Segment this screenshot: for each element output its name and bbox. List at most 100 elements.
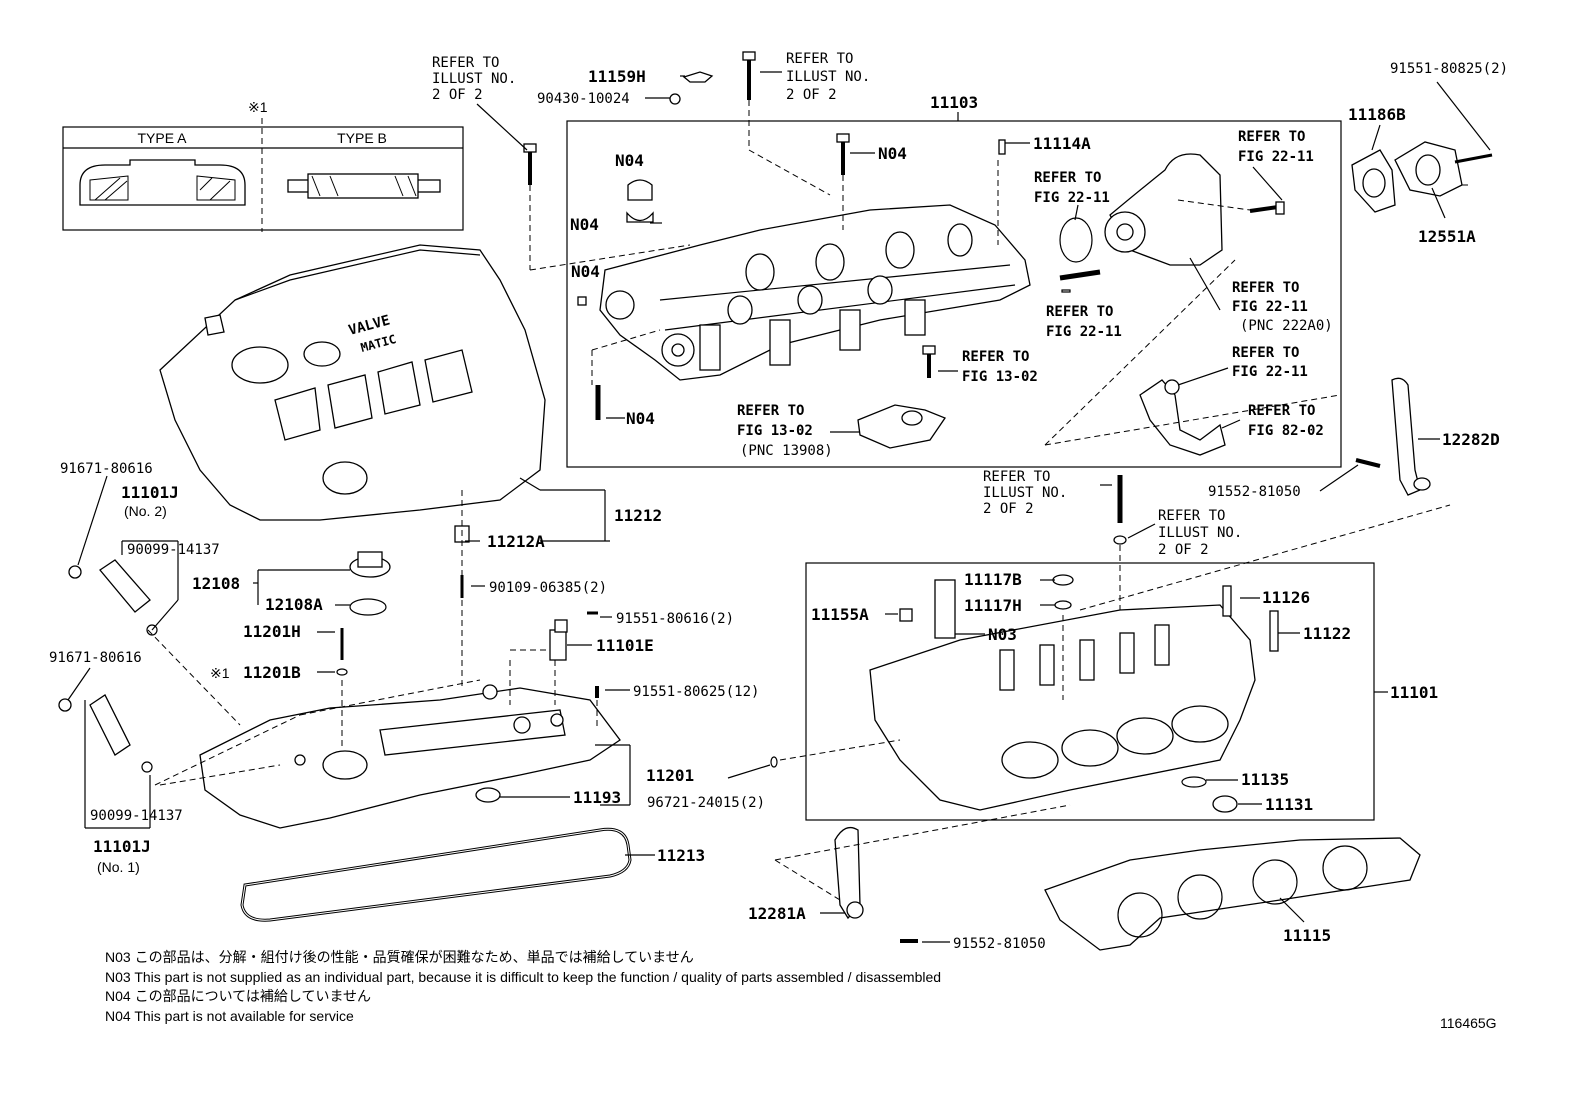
type-b-label: TYPE B bbox=[337, 130, 387, 146]
ref-1302a-l2: FIG 13-02 bbox=[962, 369, 1038, 385]
ref-2211d-l3: (PNC 222A0) bbox=[1240, 318, 1333, 334]
label-n03: N03 bbox=[988, 625, 1017, 644]
type-a-seal-icon bbox=[79, 159, 246, 206]
label-90099-14137-a: 90099-14137 bbox=[127, 542, 220, 558]
ref-2211e-l2: FIG 22-11 bbox=[1232, 364, 1308, 380]
ref-2211d-l1: REFER TO bbox=[1232, 280, 1299, 296]
label-12281A: 12281A bbox=[748, 904, 806, 923]
label-91551-80825: 91551-80825(2) bbox=[1390, 61, 1508, 77]
ref-illust-2-l3: 2 OF 2 bbox=[786, 87, 837, 103]
gasket-type-inset: ※1 TYPE A TYPE B bbox=[62, 99, 464, 232]
ref-8202-l2: FIG 82-02 bbox=[1248, 423, 1324, 439]
ref-1302a-l1: REFER TO bbox=[962, 349, 1029, 365]
label-12551A: 12551A bbox=[1418, 227, 1476, 246]
label-n04-b: N04 bbox=[570, 215, 599, 234]
bracket-drawing bbox=[1139, 379, 1226, 456]
label-n04-a: N04 bbox=[615, 151, 644, 170]
ref-1302b-l2: FIG 13-02 bbox=[737, 423, 813, 439]
footnotes: N03 この部品は、分解・組付け後の性能・品質確保が困難なため、単品では補給して… bbox=[105, 949, 941, 1024]
ref-illust-4-l1: REFER TO bbox=[1158, 508, 1225, 524]
label-11115: 11115 bbox=[1283, 926, 1331, 945]
seal-11193 bbox=[475, 787, 501, 803]
label-11212: 11212 bbox=[614, 506, 662, 525]
ref-illust-1-l1: REFER TO bbox=[432, 55, 499, 71]
guide-lines bbox=[147, 100, 1470, 901]
ref-1302b-l1: REFER TO bbox=[737, 403, 804, 419]
pump-housing-drawing bbox=[1059, 153, 1223, 293]
label-90109-06385: 90109-06385(2) bbox=[489, 580, 607, 596]
sensor-11101e-drawing bbox=[549, 619, 568, 661]
note-n04-en: N04 This part is not available for servi… bbox=[105, 1008, 354, 1024]
label-11213: 11213 bbox=[657, 846, 705, 865]
type-a-label: TYPE A bbox=[137, 130, 187, 146]
label-n04-c: N04 bbox=[571, 262, 600, 281]
oil-cap-drawing bbox=[349, 551, 391, 616]
note-n03-ja: N03 この部品は、分解・組付け後の性能・品質確保が困難なため、単品では補給して… bbox=[105, 949, 694, 965]
ref-2211b-l2: FIG 22-11 bbox=[1034, 190, 1110, 206]
label-91551-80625: 91551-80625(12) bbox=[633, 684, 759, 700]
label-12108: 12108 bbox=[192, 574, 240, 593]
label-11135: 11135 bbox=[1241, 770, 1289, 789]
engine-hanger-12282d bbox=[1355, 377, 1431, 496]
ref-2211d-l2: FIG 22-11 bbox=[1232, 299, 1308, 315]
ref-2211a-l2: FIG 22-11 bbox=[1238, 149, 1314, 165]
label-90099-14137-b: 90099-14137 bbox=[90, 808, 183, 824]
ref-illust-3-l2: ILLUST NO. bbox=[983, 485, 1067, 501]
cylinder-head-cover-drawing bbox=[199, 684, 621, 829]
label-11201H: 11201H bbox=[243, 622, 301, 641]
label-11103: 11103 bbox=[930, 93, 978, 112]
mount-bracket-drawing bbox=[857, 404, 946, 449]
note-n04-ja: N04 この部品については補給していません bbox=[105, 988, 371, 1004]
label-91671-80616-b: 91671-80616 bbox=[49, 650, 142, 666]
ref-illust-4-l3: 2 OF 2 bbox=[1158, 542, 1209, 558]
label-11117B: 11117B bbox=[964, 570, 1022, 589]
label-11101J-no1-sub: (No. 1) bbox=[97, 859, 140, 875]
label-11193: 11193 bbox=[573, 788, 621, 807]
label-11101J-no2-sub: (No. 2) bbox=[124, 503, 167, 519]
label-11122: 11122 bbox=[1303, 624, 1351, 643]
ref-1302b-l3: (PNC 13908) bbox=[740, 443, 833, 459]
bolts-upper bbox=[523, 51, 1493, 420]
ref-illust-1-l2: ILLUST NO. bbox=[432, 71, 516, 87]
type-b-seal-icon bbox=[287, 173, 441, 199]
ref-illust-2-l1: REFER TO bbox=[786, 51, 853, 67]
label-90430-10024: 90430-10024 bbox=[537, 91, 630, 107]
head-gasket-drawing bbox=[1044, 837, 1421, 951]
label-96721-24015: 96721-24015(2) bbox=[647, 795, 765, 811]
label-11201: 11201 bbox=[646, 766, 694, 785]
label-91552-81050-a: 91552-81050 bbox=[1208, 484, 1301, 500]
label-11201B: 11201B bbox=[243, 663, 301, 682]
label-91671-80616-a: 91671-80616 bbox=[60, 461, 153, 477]
label-12282D: 12282D bbox=[1442, 430, 1500, 449]
label-11101E: 11101E bbox=[596, 636, 654, 655]
label-11186B: 11186B bbox=[1348, 105, 1406, 124]
ref-illust-2-l2: ILLUST NO. bbox=[786, 69, 870, 85]
label-11101J-no2: 11101J bbox=[121, 483, 179, 502]
label-11126: 11126 bbox=[1262, 588, 1310, 607]
ref-8202-l1: REFER TO bbox=[1248, 403, 1315, 419]
label-11117H: 11117H bbox=[964, 596, 1022, 615]
ref-2211a-l1: REFER TO bbox=[1238, 129, 1305, 145]
label-12108A: 12108A bbox=[265, 595, 323, 614]
ocv-no1-drawing bbox=[58, 694, 153, 773]
ref-illust-1-l3: 2 OF 2 bbox=[432, 87, 483, 103]
label-11201B-mark: ※1 bbox=[210, 665, 230, 681]
ref-illust-3-l3: 2 OF 2 bbox=[983, 501, 1034, 517]
ref-illust-4-l2: ILLUST NO. bbox=[1158, 525, 1242, 541]
note-n03-en: N03 This part is not supplied as an indi… bbox=[105, 969, 941, 985]
label-91552-81050-b: 91552-81050 bbox=[953, 936, 1046, 952]
gasket-11186b-drawing bbox=[1351, 149, 1396, 213]
cover-12551a-drawing bbox=[1394, 141, 1463, 197]
camshaft-housing-drawing bbox=[599, 204, 1031, 381]
plug-11159h bbox=[669, 71, 714, 105]
ref-2211c-l2: FIG 22-11 bbox=[1046, 324, 1122, 340]
bearing-caps bbox=[626, 179, 654, 223]
part-labels: 11159H 90430-10024 11103 91551-80825(2) … bbox=[49, 61, 1508, 952]
label-11159H: 11159H bbox=[588, 67, 646, 86]
gasket-11213-drawing bbox=[240, 827, 632, 922]
ref-illust-3-l1: REFER TO bbox=[983, 469, 1050, 485]
label-11212A: 11212A bbox=[487, 532, 545, 551]
inset-mark: ※1 bbox=[248, 99, 268, 115]
engine-hanger-12281a bbox=[834, 826, 918, 943]
